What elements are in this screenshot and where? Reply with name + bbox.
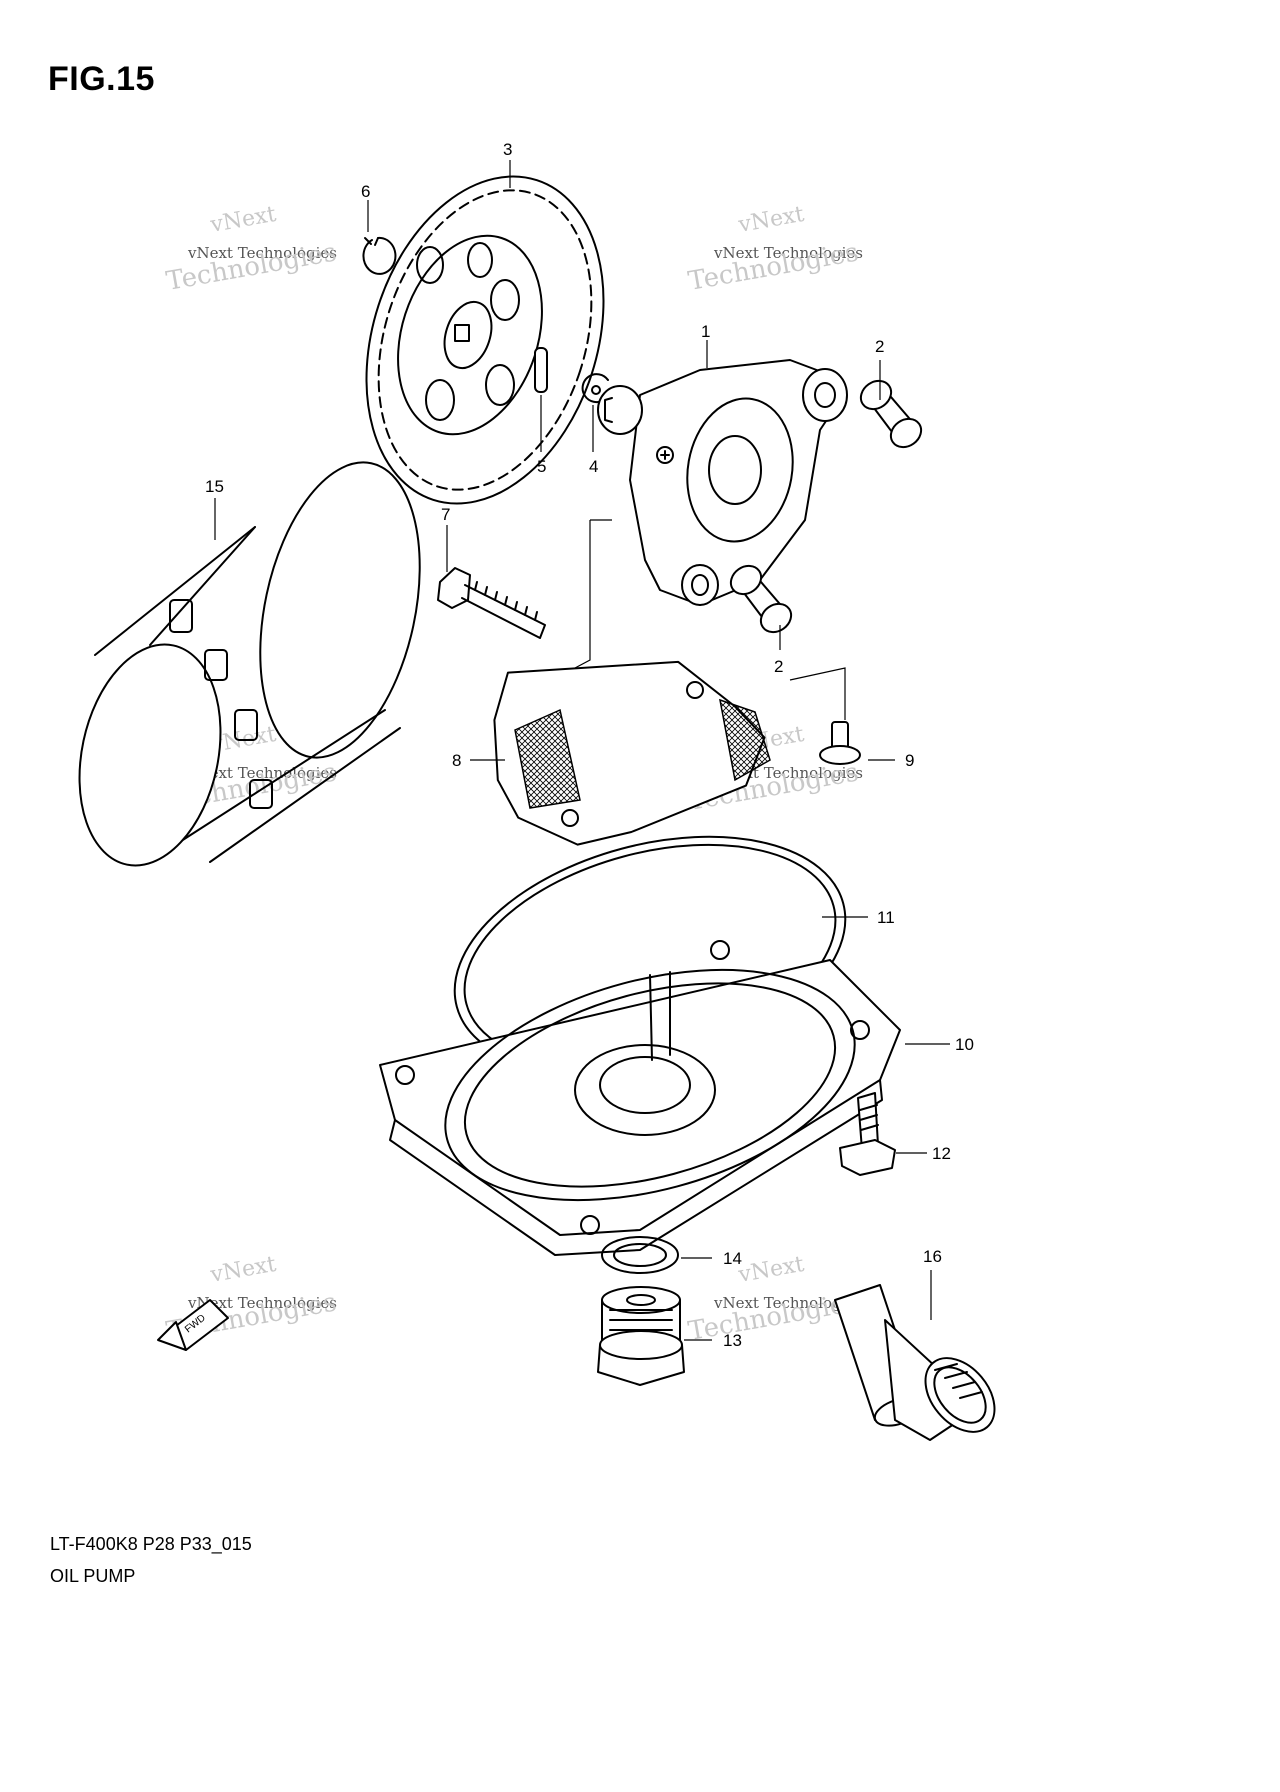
circlip-part-6 xyxy=(362,236,397,275)
callout-10: 10 xyxy=(955,1035,974,1054)
callout-1: 1 xyxy=(701,322,710,341)
callout-16: 16 xyxy=(923,1247,942,1266)
svg-text:vNext: vNext xyxy=(208,1252,278,1288)
callout-3: 3 xyxy=(503,140,512,159)
fwd-arrow-icon: FWD xyxy=(157,1299,229,1351)
callout-2-upper: 2 xyxy=(875,337,884,356)
model-code-label: LT-F400K8 P28 P33_015 xyxy=(50,1534,252,1554)
pin-part-5 xyxy=(534,347,548,393)
watermark-top-left: vNext vNext Technologies Technologies xyxy=(164,202,339,297)
gasket-part-14 xyxy=(601,1236,679,1274)
oil-pan-part-10 xyxy=(379,940,901,1256)
oil-filter-part-15 xyxy=(78,461,421,867)
section-name-label: OIL PUMP xyxy=(50,1566,136,1586)
svg-text:vNext Technologies: vNext Technologies xyxy=(713,1294,863,1312)
svg-text:vNext: vNext xyxy=(736,202,806,238)
figure-title: FIG.15 xyxy=(48,60,155,98)
svg-text:vNext Technologies: vNext Technologies xyxy=(187,244,337,262)
e-clip-part-4 xyxy=(581,373,609,404)
oil-strainer-part-8 xyxy=(493,660,771,846)
svg-text:vNext Technologies: vNext Technologies xyxy=(187,1294,337,1312)
dowel-pin-part-2-lower xyxy=(729,564,793,634)
callout-11: 11 xyxy=(877,908,895,927)
callout-15: 15 xyxy=(205,477,224,496)
drain-plug-part-13 xyxy=(597,1286,685,1386)
callout-9: 9 xyxy=(905,751,914,770)
svg-text:vNext: vNext xyxy=(736,1252,806,1288)
screw-part-9 xyxy=(819,721,861,765)
oil-pressure-sensor-part-16 xyxy=(834,1284,996,1441)
oil-pump-body-part-1 xyxy=(597,359,848,606)
bolt-part-7 xyxy=(437,567,546,639)
svg-text:vNext: vNext xyxy=(208,202,278,238)
callout-2-lower: 2 xyxy=(774,657,783,676)
callout-4: 4 xyxy=(589,457,598,476)
leader-lines xyxy=(214,160,950,1341)
callout-5: 5 xyxy=(537,457,546,476)
svg-text:vNext Technologies: vNext Technologies xyxy=(187,764,337,782)
dowel-pin-part-2-upper xyxy=(859,379,923,449)
callout-6: 6 xyxy=(361,182,370,201)
watermark-top-right: vNext vNext Technologies Technologies xyxy=(686,202,863,297)
bolt-part-12 xyxy=(839,1092,896,1176)
svg-text:vNext Technologies: vNext Technologies xyxy=(713,244,863,262)
callout-12: 12 xyxy=(932,1144,951,1163)
callout-14: 14 xyxy=(723,1249,742,1268)
callout-8: 8 xyxy=(452,751,461,770)
callout-7: 7 xyxy=(441,505,450,524)
callout-13: 13 xyxy=(723,1331,742,1350)
